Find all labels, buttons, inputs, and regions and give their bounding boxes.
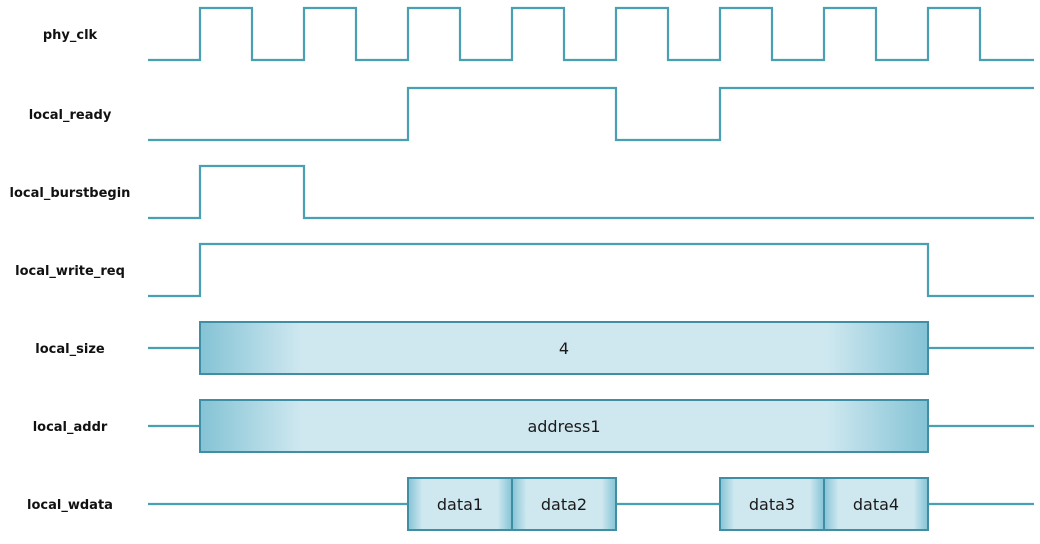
signal-label: local_write_req (15, 264, 125, 279)
bus-segment (407, 477, 513, 531)
signal-row-local-write-req: local_write_req (15, 242, 1034, 298)
bus-segment (511, 477, 617, 531)
signal-row-local-wdata: local_wdata data1 data2 data3 data4 (27, 477, 1034, 531)
bus-segment-value: 4 (559, 339, 569, 358)
bus-segment-value: data1 (437, 495, 483, 514)
digital-waveform (148, 86, 1034, 142)
bus-segment (823, 477, 929, 531)
bus-segment-value: address1 (527, 417, 600, 436)
bus-segment (199, 399, 929, 453)
signal-row-local-ready: local_ready (29, 86, 1034, 142)
bus-segment-value: data4 (853, 495, 899, 514)
digital-waveform (148, 242, 1034, 298)
bus-segment-value: data3 (749, 495, 795, 514)
bus-segment (199, 321, 929, 375)
clock-waveform (148, 6, 1034, 62)
signal-label: local_ready (29, 108, 112, 123)
signal-label: phy_clk (43, 28, 98, 43)
signal-row-local-size: local_size 4 (35, 321, 1034, 375)
signal-row-local-addr: local_addr address1 (33, 399, 1034, 453)
signal-label: local_size (35, 342, 105, 357)
signal-row-local-burstbegin: local_burstbegin (10, 164, 1034, 220)
signal-row-phy-clk: phy_clk (43, 6, 1034, 62)
signal-label: local_burstbegin (10, 186, 131, 201)
digital-waveform (148, 164, 1034, 220)
bus-segment-value: data2 (541, 495, 587, 514)
signal-label: local_wdata (27, 498, 113, 513)
bus-segment (719, 477, 825, 531)
signal-label: local_addr (33, 420, 108, 435)
